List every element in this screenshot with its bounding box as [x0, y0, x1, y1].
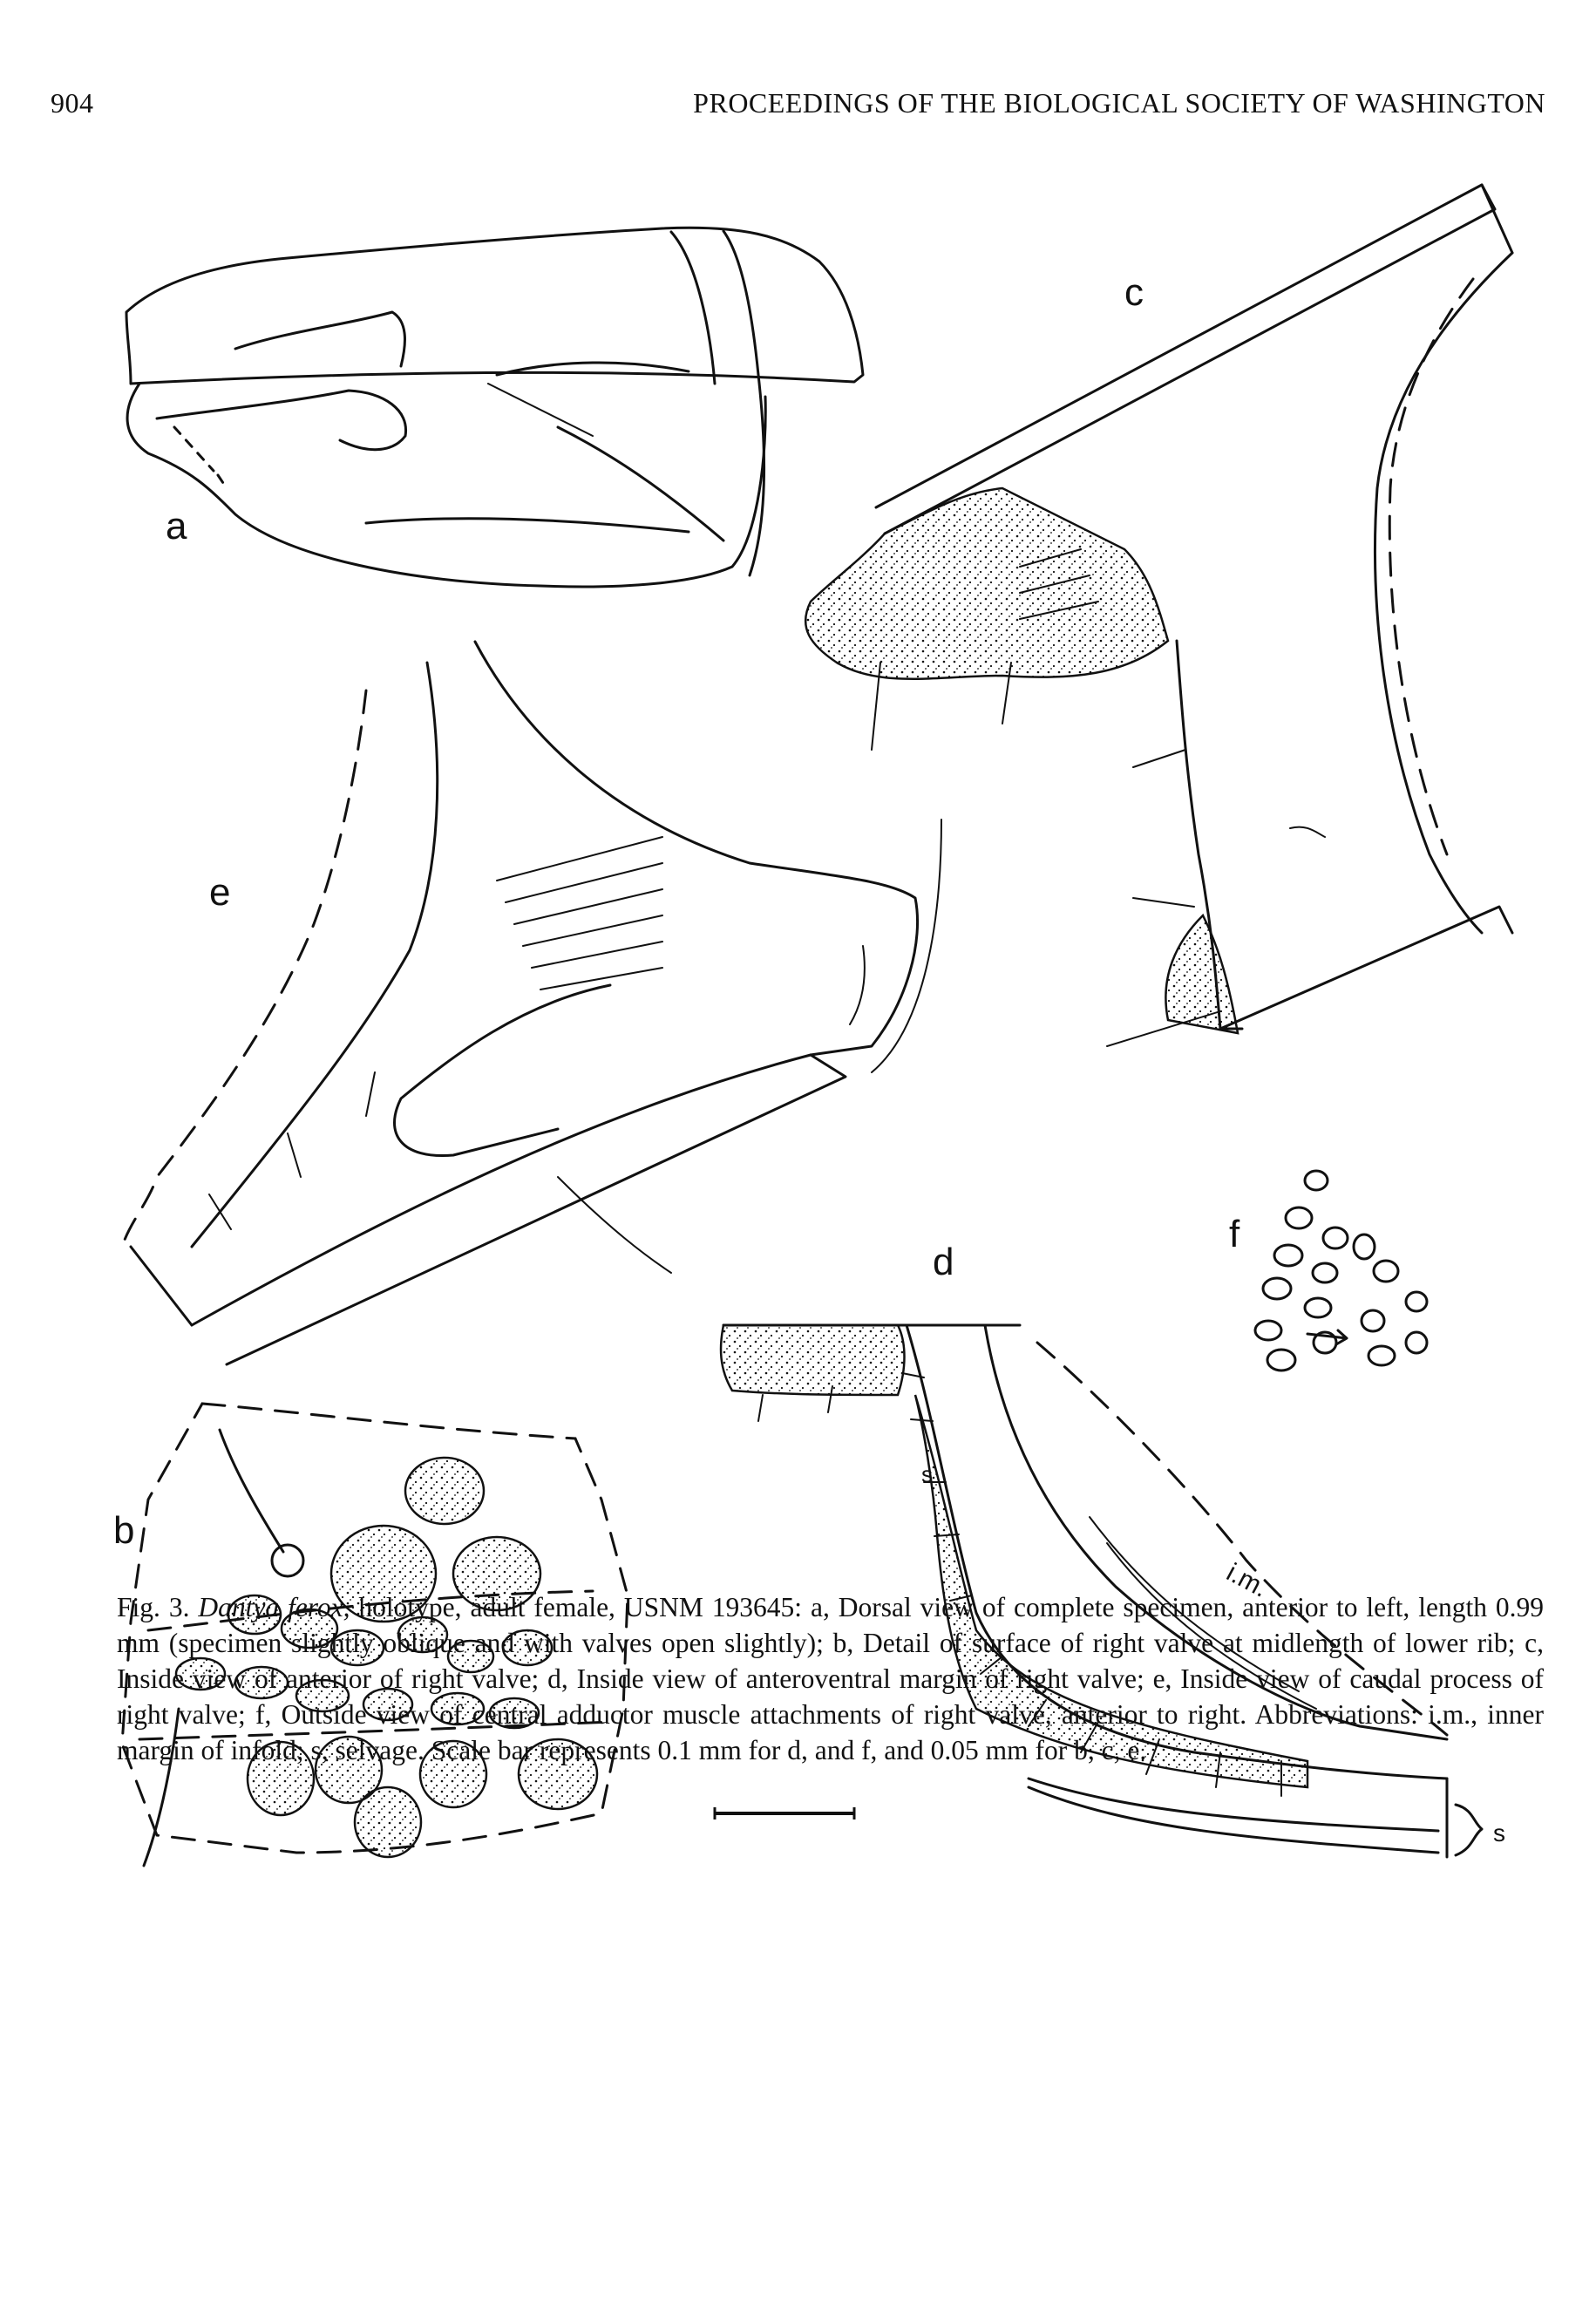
figure-caption: Fig. 3. Dantya ferox, holotype, adult fe…	[117, 1589, 1544, 1768]
figure-number: Fig. 3.	[117, 1592, 190, 1622]
panel-b-drawing	[120, 1402, 629, 1867]
panel-e-drawing	[120, 640, 942, 1366]
panel-d-label: d	[933, 1241, 954, 1283]
page-number: 904	[51, 87, 94, 119]
scale-bar	[713, 1807, 856, 1819]
panel-b-label: b	[113, 1509, 134, 1552]
panel-e-label: e	[209, 871, 230, 914]
selvage-label-lower: s	[1493, 1819, 1505, 1847]
selvage-label-upper: s	[921, 1461, 933, 1487]
panel-a-label: a	[166, 505, 187, 548]
journal-title: PROCEEDINGS OF THE BIOLOGICAL SOCIETY OF…	[693, 87, 1545, 119]
caption-text: holotype, adult female, USNM 193645: a, …	[117, 1592, 1544, 1765]
panel-c-drawing	[804, 183, 1514, 1047]
panel-f-label: f	[1229, 1213, 1240, 1255]
panel-c-label: c	[1124, 271, 1144, 314]
panel-f-drawing	[1253, 1169, 1429, 1372]
panel-a-drawing	[125, 226, 865, 588]
running-head: 904 PROCEEDINGS OF THE BIOLOGICAL SOCIET…	[51, 87, 1545, 131]
species-name: Dantya ferox,	[198, 1592, 350, 1622]
panel-d-drawing	[719, 1323, 1484, 1859]
